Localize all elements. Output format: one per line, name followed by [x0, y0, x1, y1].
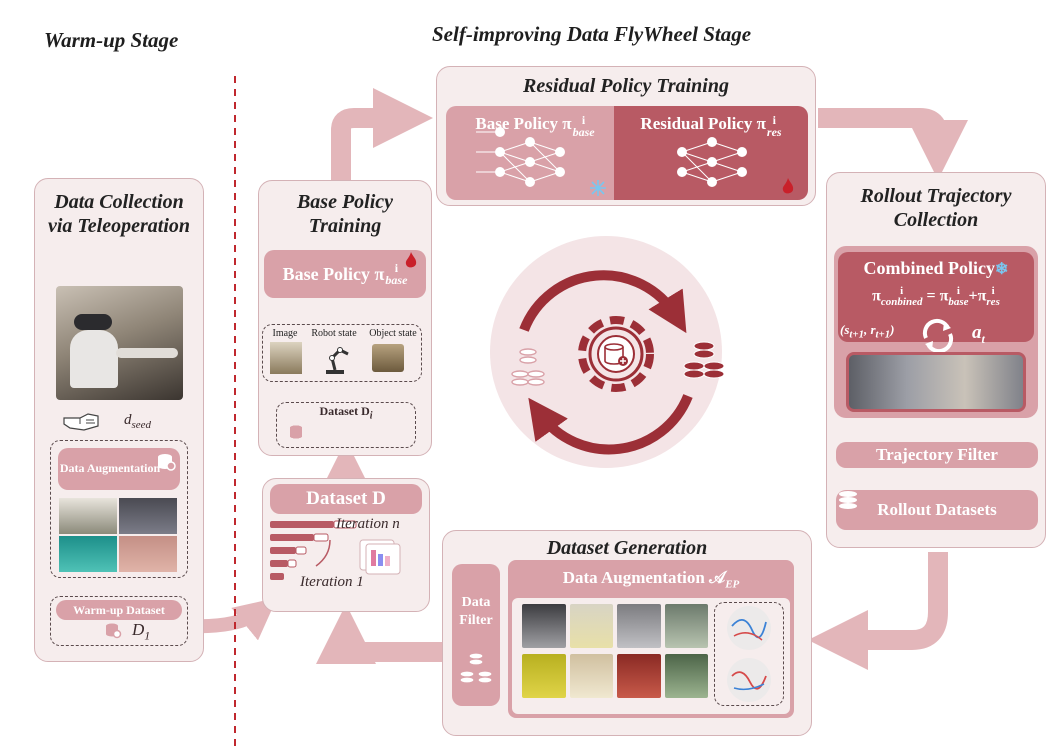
inputs-box [262, 324, 422, 382]
residual-title: Residual Policy Training [523, 75, 729, 97]
generation-title: Dataset Generation [546, 537, 708, 559]
augmentation-pill: Data Augmentation [58, 448, 180, 490]
vr-headset-person-photo [56, 286, 183, 400]
trajectory-filter-pill: Trajectory Filter [836, 442, 1038, 468]
action-label: at [972, 322, 985, 346]
combined-policy-label: Combined Policy❄ [863, 258, 1009, 278]
database-icon [156, 452, 176, 472]
teleop-title: Data Collection via Teleoperation [47, 191, 191, 237]
aug-image-4 [119, 536, 177, 572]
database-icon [456, 650, 496, 690]
augmentation-box [50, 440, 188, 578]
database-icon [839, 491, 857, 509]
aug-row-1 [522, 604, 708, 648]
database-icon [290, 425, 302, 439]
input-label-object: Object state [369, 328, 417, 339]
rollout-images [846, 352, 1026, 412]
hand-icon [62, 410, 102, 432]
state-reward-label: (st+1, rt+1) [840, 322, 895, 341]
generation-aug-label: Data Augmentation 𝒜EP [562, 568, 740, 591]
aug-image-1 [59, 498, 117, 534]
warmup-dataset-pill: Warm-up Dataset [56, 600, 182, 620]
base-training-title: Base Policy Training [296, 191, 394, 237]
dataset-di-icons [288, 424, 406, 442]
snowflake-icon [590, 180, 606, 196]
robot-arm-icon [318, 342, 352, 376]
arrow-base-to-residual [331, 88, 433, 182]
combined-policy-inner [838, 252, 1034, 342]
input-image-thumb [270, 342, 302, 374]
rollout-title: Rollout Trajectory Collection [860, 185, 1012, 231]
seed-label: dseed [124, 412, 152, 431]
dataset-d-title: Dataset D [270, 484, 422, 514]
aug-image-3 [59, 536, 117, 572]
arrow-rollout-to-generation [808, 552, 948, 670]
database-icon [104, 622, 122, 640]
d1-label: D1 [132, 620, 151, 643]
dataset-di-label: Dataset Di [319, 404, 373, 422]
warmup-dataset-box [50, 596, 188, 646]
aug-row-2 [522, 654, 708, 698]
aug-image-2 [119, 498, 177, 534]
database-icon [511, 348, 545, 386]
rollout-datasets-pill: Rollout Datasets [836, 490, 1038, 530]
gear-database-icon [578, 316, 654, 392]
arrow-residual-to-rollout [818, 108, 968, 180]
dataset-di-box [276, 402, 416, 448]
base-training-panel [258, 180, 432, 456]
arrow-generation-to-dataset [316, 604, 442, 665]
database-icon [683, 341, 725, 379]
teleop-panel [34, 178, 204, 662]
flywheel-stage-title: Self-improving Data FlyWheel Stage [432, 22, 752, 46]
iteration-n-label: Iteration n [336, 516, 400, 532]
input-label-robot: Robot state [311, 328, 357, 339]
input-label-image: Image [272, 328, 298, 339]
fire-icon [782, 178, 794, 194]
input-object-thumb [372, 344, 404, 372]
snowflake-icon: ❄ [995, 261, 1009, 278]
warmup-stage-title: Warm-up Stage [44, 28, 179, 52]
data-filter-pill: Data Filter [452, 564, 500, 706]
trajectory-plots-box [714, 602, 784, 706]
iteration-1-label: Iteration 1 [300, 574, 364, 590]
fire-icon [404, 252, 418, 270]
refresh-icon [918, 316, 958, 356]
